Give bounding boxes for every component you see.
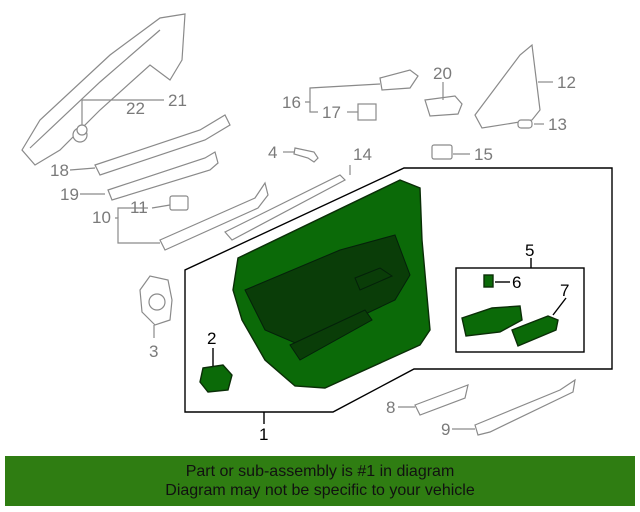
trim-12 [474,43,541,129]
bolt-4 [293,147,319,163]
callout-3: 3 [149,342,158,361]
info-banner: Part or sub-assembly is #1 in diagram Di… [5,456,635,506]
callout-2: 2 [207,329,216,348]
banner-line-2: Diagram may not be specific to your vehi… [165,482,475,499]
callout-15: 15 [474,145,493,164]
callout-14: 14 [353,145,372,164]
switch-7 [511,315,559,347]
clip-22 [76,124,88,136]
callout-17: 17 [322,103,341,122]
callout-5: 5 [525,241,534,260]
leader-lines-grey [69,81,553,430]
trim-strip-18 [94,114,231,176]
callout-7: 7 [560,281,569,300]
clip-11 [169,195,189,211]
callout-1: 1 [259,425,268,444]
callout-6: 6 [512,273,521,292]
callout-11: 11 [130,198,148,217]
callout-18: 18 [50,161,69,180]
callout-12: 12 [557,73,576,92]
switch-assembly-2 [199,364,233,393]
callout-19: 19 [60,185,79,204]
trim-8 [414,384,469,416]
callout-labels: 1 2 3 4 5 6 7 8 9 10 11 12 13 14 15 16 1… [50,64,576,444]
assembly-5-outline [455,258,585,353]
strip-14 [224,174,346,241]
callout-22: 22 [126,99,145,118]
leader-lines-black [212,281,567,424]
assembly-1-outline [184,167,613,413]
sill-trim-10 [159,181,269,251]
parts-diagram: 1 2 3 4 5 6 7 8 9 10 11 12 13 14 15 16 1… [21,13,613,444]
pillar-trim [21,13,186,166]
callout-10: 10 [92,208,111,227]
callout-20: 20 [433,64,452,83]
callout-21: 21 [168,91,187,110]
switch-20 [424,95,463,117]
trim-strip-19 [107,151,219,201]
callout-9: 9 [441,420,450,439]
trim-9 [474,378,576,436]
callout-4: 4 [268,143,277,162]
banner-line-1: Part or sub-assembly is #1 in diagram [185,463,455,480]
speaker-3 [139,275,173,326]
callout-8: 8 [386,398,395,417]
clip-13 [517,119,533,129]
callout-16: 16 [282,93,301,112]
screw-6 [483,274,494,288]
switch-panel-5 [461,305,523,337]
handle-cover-16 [379,69,419,91]
door-trim-panel-1 [232,179,431,389]
bracket-17 [357,103,377,121]
callout-13: 13 [548,115,567,134]
switch-15 [431,144,453,160]
